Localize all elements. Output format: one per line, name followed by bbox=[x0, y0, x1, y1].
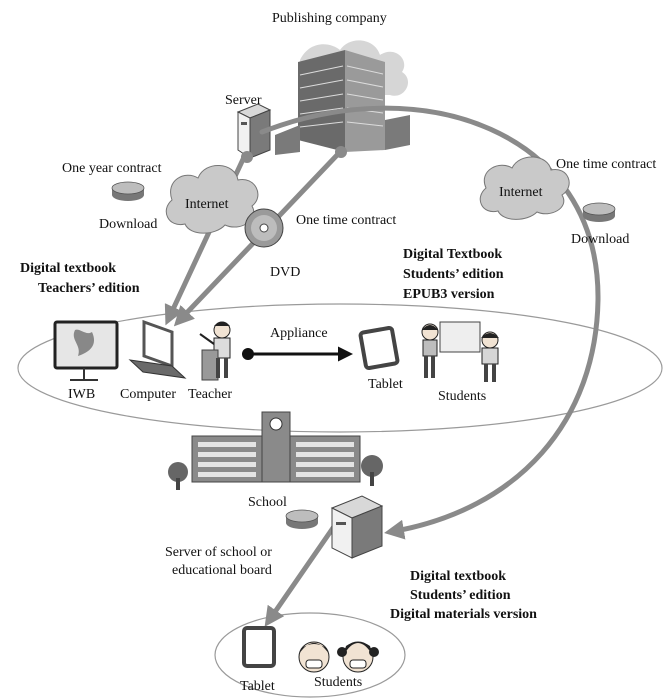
internet-cloud-left bbox=[165, 165, 259, 234]
teachers-edition-line1: Digital textbook bbox=[20, 261, 116, 276]
classroom-ellipse bbox=[17, 303, 663, 433]
students-bottom-label: Students bbox=[314, 675, 362, 690]
school-building-icon bbox=[168, 411, 383, 490]
students-digital-title: Digital textbook Students’ edition Digit… bbox=[390, 569, 537, 622]
tablet-class-label: Tablet bbox=[368, 377, 403, 392]
teachers-edition-line2: Teachers’ edition bbox=[38, 281, 140, 296]
school-server-line1: Server of school or bbox=[165, 545, 272, 560]
home-students-icon bbox=[298, 641, 379, 673]
students-digital-line2: Students’ edition bbox=[410, 588, 511, 603]
download-right-label: Download bbox=[571, 232, 629, 247]
server-icon bbox=[236, 103, 272, 159]
appliance-label: Appliance bbox=[270, 326, 328, 341]
classroom-students-icon bbox=[421, 321, 499, 382]
download-disk-left-icon bbox=[111, 181, 145, 201]
arrow-server-to-school-server bbox=[259, 105, 601, 540]
students-epub-line1: Digital Textbook bbox=[403, 247, 502, 262]
school-server-disk-icon bbox=[285, 509, 319, 529]
teacher-label: Teacher bbox=[188, 387, 232, 402]
home-tablet-icon bbox=[242, 626, 276, 668]
students-digital-line3: Digital materials version bbox=[390, 607, 537, 622]
computer-label: Computer bbox=[120, 387, 176, 402]
download-disk-right-icon bbox=[582, 202, 616, 222]
school-server-line2: educational board bbox=[172, 563, 272, 578]
internet-left-label: Internet bbox=[185, 197, 229, 212]
school-label: School bbox=[248, 495, 287, 510]
one-time-contract-right-label: One time contract bbox=[556, 157, 656, 172]
internet-right-label: Internet bbox=[499, 185, 543, 200]
arrow-school-server-to-home-tablet bbox=[264, 507, 352, 627]
tablet-bottom-label: Tablet bbox=[240, 679, 275, 694]
iwb-label: IWB bbox=[68, 387, 95, 402]
students-epub-line3: EPUB3 version bbox=[403, 287, 495, 302]
school-server-icon bbox=[330, 495, 384, 559]
dvd-disc-icon bbox=[244, 208, 284, 248]
students-epub-line2: Students’ edition bbox=[403, 267, 504, 282]
teacher-figure-icon bbox=[199, 321, 231, 381]
download-left-label: Download bbox=[99, 217, 157, 232]
school-server-label: Server of school or educational board bbox=[165, 545, 275, 578]
one-time-contract-dvd-label: One time contract bbox=[296, 213, 396, 228]
classroom-tablet-icon bbox=[358, 325, 400, 371]
one-year-contract-label: One year contract bbox=[62, 161, 162, 176]
computer-laptop-icon bbox=[128, 319, 187, 379]
publishing-company-label: Publishing company bbox=[272, 11, 387, 26]
internet-cloud-right bbox=[479, 156, 570, 220]
server-label: Server bbox=[225, 93, 262, 108]
publishing-company-building bbox=[275, 40, 410, 155]
students-epub-title: Digital Textbook Students’ edition EPUB3… bbox=[403, 247, 507, 302]
students-digital-line1: Digital textbook bbox=[410, 569, 506, 584]
students-class-label: Students bbox=[438, 389, 486, 404]
teachers-edition-title: Digital textbook Teachers’ edition bbox=[20, 261, 140, 296]
dvd-label: DVD bbox=[270, 265, 300, 280]
iwb-board-icon bbox=[53, 320, 119, 381]
